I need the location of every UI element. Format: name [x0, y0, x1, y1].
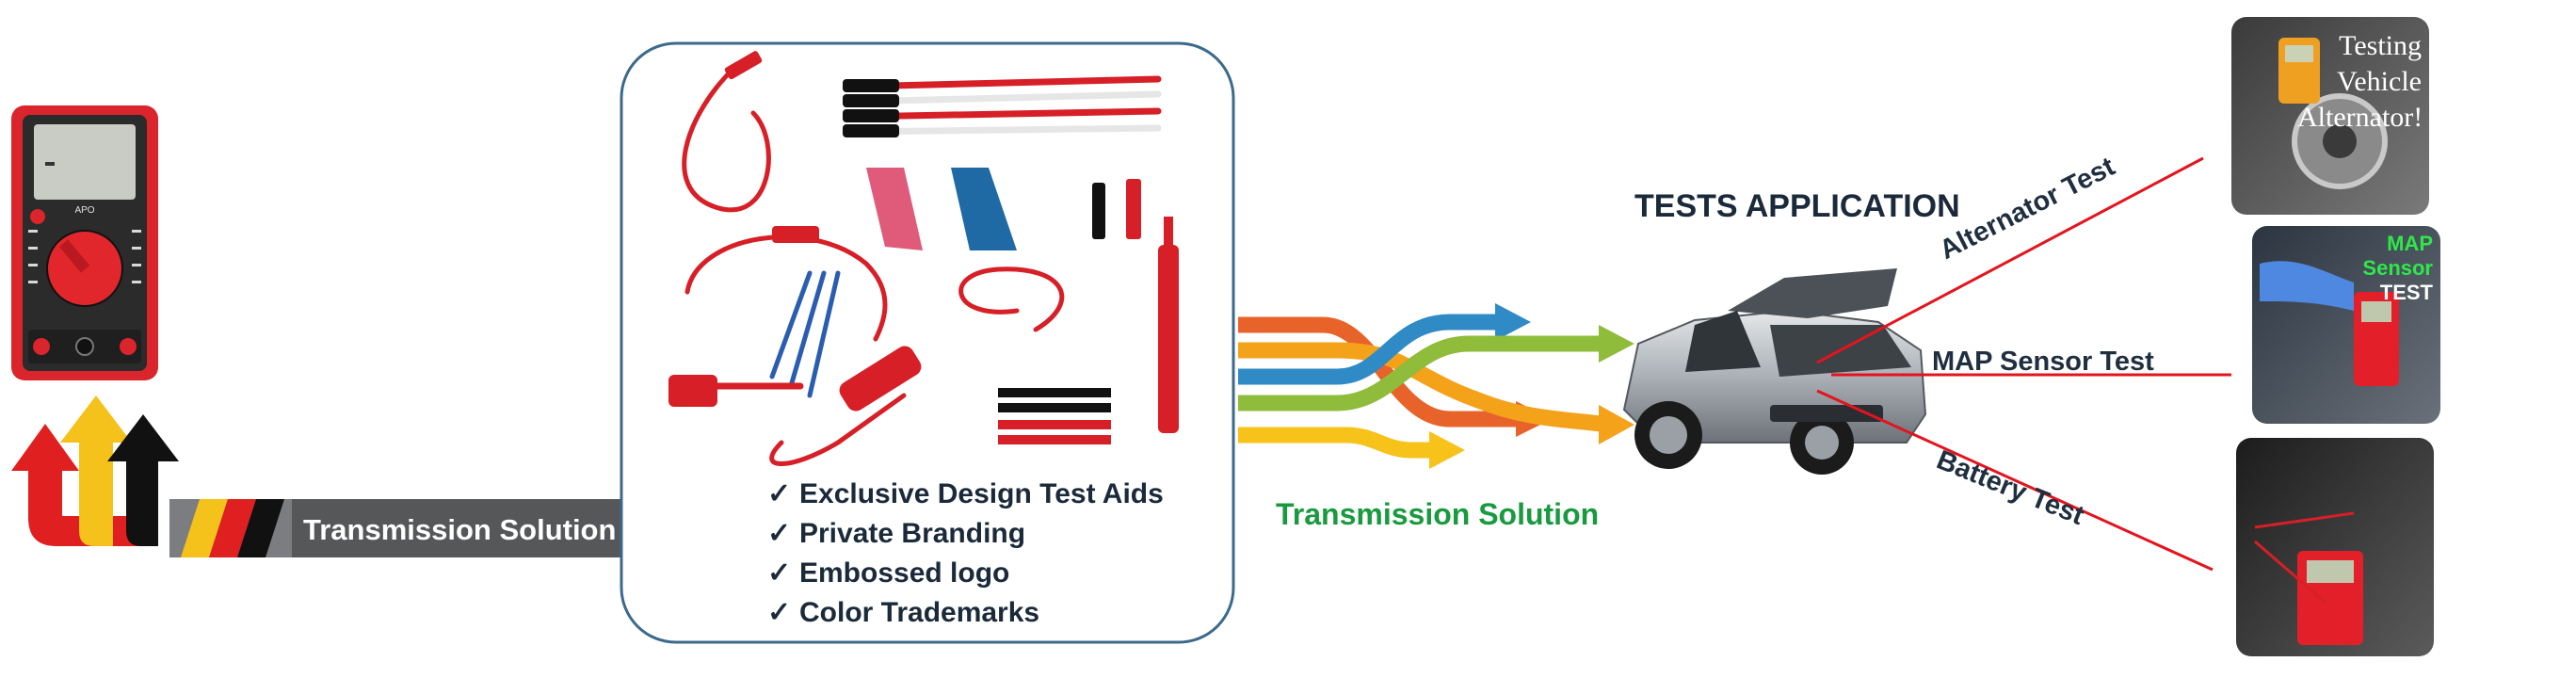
features-box [620, 41, 1235, 644]
feature-item: ✓Private Branding [767, 517, 1025, 550]
photo-battery [2236, 438, 2434, 656]
feature-item: ✓Embossed logo [767, 557, 1009, 589]
photo-map-sensor [2252, 226, 2440, 424]
check-icon: ✓ [767, 597, 792, 628]
car-image [1622, 268, 1927, 475]
test-lines [1816, 156, 2231, 572]
feature-item: ✓Exclusive Design Test Aids [767, 477, 1164, 510]
feature-label: Embossed logo [799, 557, 1010, 589]
alternator-photo-caption: Testing Vehicle Alternator! [2297, 28, 2423, 136]
caption-line: Alternator! [2297, 102, 2423, 133]
check-icon: ✓ [767, 518, 792, 549]
feature-label: Private Branding [799, 518, 1026, 549]
check-icon: ✓ [767, 478, 792, 509]
transmission-bar [169, 499, 621, 557]
up-arrows [11, 396, 179, 546]
photo-alternator [2231, 17, 2429, 215]
left-transmission-label: Transmission Solution [303, 513, 617, 546]
feature-label: Color Trademarks [799, 597, 1040, 628]
feature-item: ✓Color Trademarks [767, 596, 1039, 629]
check-icon: ✓ [767, 557, 792, 589]
caption-line: TEST [2379, 281, 2433, 304]
tests-title: TESTS APPLICATION [1634, 188, 1960, 224]
test-leads-images [668, 51, 1179, 466]
caption-line: Testing Vehicle [2337, 30, 2422, 97]
multimeter-image: APO [11, 105, 158, 380]
map-photo-caption: MAP Sensor TEST [2329, 232, 2433, 305]
feature-label: Exclusive Design Test Aids [799, 478, 1164, 509]
caption-line: MAP Sensor [2362, 232, 2433, 280]
middle-transmission-label: Transmission Solution [1276, 497, 1600, 531]
flow-arrows [1238, 303, 1634, 469]
map-sensor-test-label: MAP Sensor Test [1932, 347, 2154, 377]
svg-text:APO: APO [74, 205, 94, 216]
